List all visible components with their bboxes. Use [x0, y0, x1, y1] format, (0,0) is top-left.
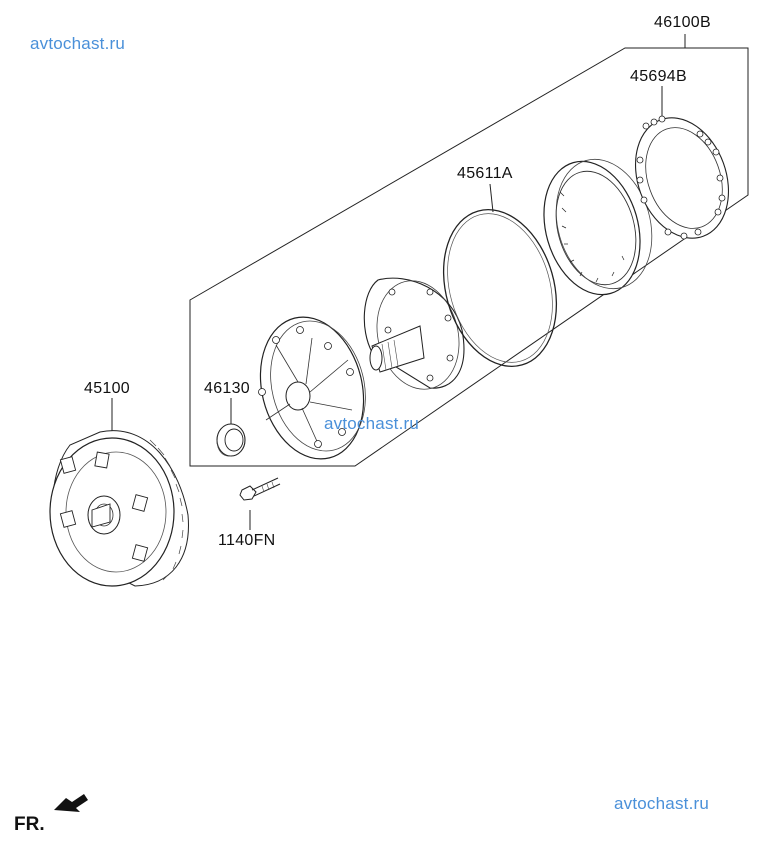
assembly-frame — [189, 47, 749, 467]
label-46100b: 46100B — [654, 14, 711, 31]
pump-cover — [363, 277, 465, 390]
bolt — [239, 477, 281, 501]
torque-converter — [49, 430, 189, 587]
gasket — [634, 115, 730, 240]
leader-o-ring — [489, 183, 494, 213]
front-direction-label: FR. — [14, 814, 45, 835]
o-ring — [442, 209, 558, 367]
gear-ring — [543, 158, 653, 296]
label-1140fn: 1140FN — [218, 532, 276, 549]
watermark-bottom-right: avtochast.ru — [614, 794, 710, 813]
watermark-top-left: avtochast.ru — [30, 34, 126, 53]
label-45694b: 45694B — [630, 68, 687, 85]
label-46130: 46130 — [204, 380, 250, 397]
label-45611a: 45611A — [457, 165, 513, 182]
front-direction-arrow — [54, 794, 88, 812]
pump-housing — [258, 316, 366, 460]
oil-seal — [216, 423, 246, 457]
watermark-center: avtochast.ru — [324, 414, 420, 433]
label-45100: 45100 — [84, 380, 130, 397]
